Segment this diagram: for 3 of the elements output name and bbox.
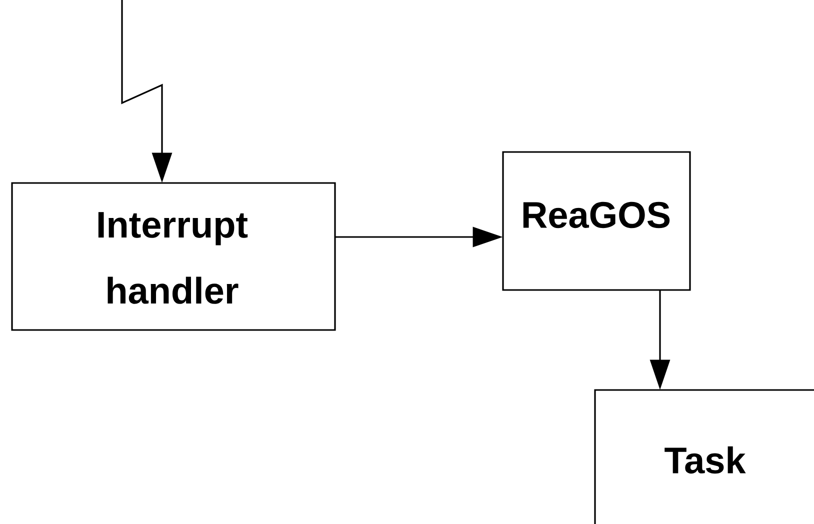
process-box: Interrupt handler <box>11 182 336 331</box>
process-box: Task <box>594 389 814 524</box>
process-box: ReaGOS <box>502 151 691 291</box>
